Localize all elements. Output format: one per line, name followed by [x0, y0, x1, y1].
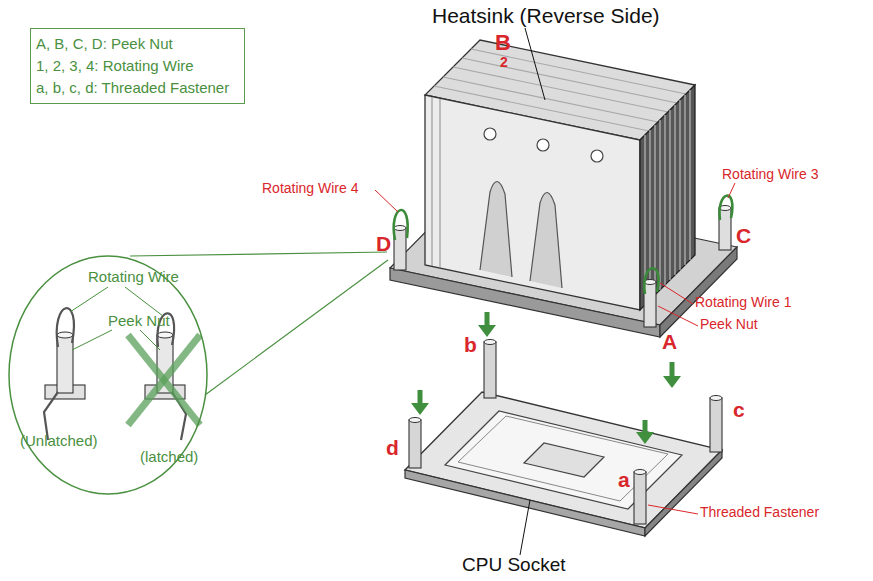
part-title: Heatsink (Reverse Side): [432, 4, 660, 28]
legend-box: A, B, C, D: Peek Nut1, 2, 3, 4: Rotating…: [30, 28, 245, 104]
fastener-top: [409, 418, 421, 423]
arrow-head: [636, 432, 654, 444]
part-label: Threaded Fastener: [700, 504, 819, 520]
leader-line: [140, 330, 160, 350]
leader-line: [72, 330, 112, 350]
side-fin-lines: [645, 90, 690, 305]
part-label: Peek Nut: [700, 316, 758, 332]
heatsink-hole: [484, 128, 496, 140]
rotating-wire: [720, 196, 733, 220]
inset-label: (latched): [140, 448, 198, 466]
inset-label: (Unlatched): [20, 432, 98, 450]
leader-line: [375, 190, 398, 212]
zoom-line: [205, 260, 388, 395]
socket-frame: [405, 392, 722, 528]
rotating-wire: [57, 308, 74, 347]
corner-letter: d: [386, 436, 399, 460]
corner-letter: C: [736, 224, 751, 248]
part-title: CPU Socket: [462, 554, 565, 576]
circle-outline: [9, 256, 207, 494]
arrow-head: [663, 376, 681, 388]
rotating-wire: [644, 268, 658, 294]
legend-line: A, B, C, D: Peek Nut: [36, 33, 239, 55]
part-label: Rotating Wire 4: [262, 180, 358, 196]
inset-circle: Rotating WirePeek Nut (Unlatched) (latched…: [8, 255, 208, 495]
socket-center: [524, 443, 604, 477]
heat-pipe: [480, 181, 512, 277]
legend-line: 1, 2, 3, 4: Rotating Wire: [36, 55, 239, 77]
rotating-wire: [394, 210, 408, 240]
leader-line: [648, 505, 698, 514]
part-label: Rotating Wire 3: [722, 166, 818, 182]
arrow-head: [478, 325, 496, 337]
leader-line: [125, 287, 163, 316]
cross-mark: [128, 335, 200, 425]
zoom-line: [130, 252, 387, 256]
heat-pipe: [530, 192, 562, 288]
peek-nut-top: [394, 226, 406, 231]
legend-line: a, b, c, d: Threaded Fastener: [36, 77, 239, 99]
part-label: Rotating Wire 1: [695, 294, 791, 310]
arrow-head: [411, 403, 429, 415]
leader-line: [658, 306, 698, 326]
threaded-fastener: [634, 472, 646, 524]
corner-letter: B: [495, 30, 511, 55]
front-fin-lines: [432, 97, 440, 268]
corner-letter: a: [618, 468, 630, 492]
leader-line: [660, 283, 693, 304]
peek-nut-top: [157, 332, 173, 338]
fastener-top: [634, 470, 646, 475]
peek-nut-post: [394, 228, 406, 270]
inset-label: Peek Nut: [108, 312, 170, 330]
fastener-top: [484, 340, 496, 345]
heatsink-front-face: [425, 95, 640, 310]
corner-letter: D: [376, 232, 391, 256]
peek-nut-post: [644, 282, 656, 327]
heatsink-hole: [591, 150, 603, 162]
leader-line: [728, 183, 735, 198]
corner-letter: A: [662, 330, 677, 354]
corner-letter: c: [733, 398, 745, 422]
threaded-fastener: [710, 398, 722, 452]
cross-mark: [128, 335, 200, 425]
heatsink-side-fins: [640, 85, 695, 310]
inset-label: Rotating Wire: [88, 268, 179, 286]
threaded-fastener: [409, 420, 421, 468]
leader-line: [525, 28, 545, 100]
heatsink-hole: [537, 139, 549, 151]
leader-line: [520, 500, 530, 555]
leader-line: [70, 287, 108, 312]
down-arrow: [670, 362, 675, 378]
down-arrow: [643, 420, 648, 434]
fastener-top: [710, 396, 722, 401]
threaded-fastener: [484, 342, 496, 398]
corner-letter: b: [464, 333, 477, 357]
down-arrow: [418, 390, 423, 405]
peek-nut-top: [57, 332, 73, 338]
callout-number: 2: [500, 54, 508, 70]
down-arrow: [485, 312, 490, 327]
peek-nut-post: [57, 335, 73, 393]
